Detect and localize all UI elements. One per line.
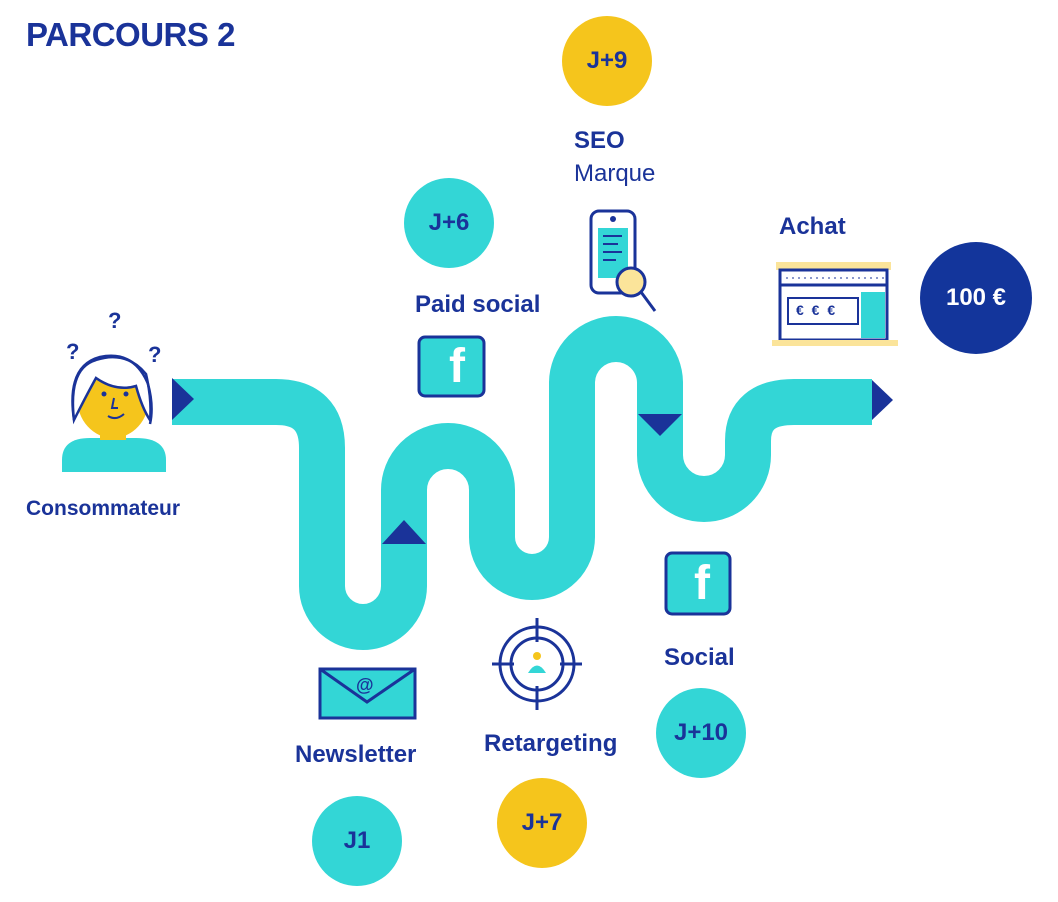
day-badge-newsletter: J1 (312, 796, 402, 886)
question-mark-icon: ? (66, 339, 80, 364)
achat-label: Achat (779, 213, 846, 240)
day-badge-seo: J+9 (562, 16, 652, 106)
purchase-amount-badge: 100 € (920, 242, 1032, 354)
retargeting-label: Retargeting (484, 730, 618, 757)
journey-path (172, 316, 872, 650)
paid-social-label: Paid social (415, 291, 541, 318)
phone-search-icon (589, 209, 657, 312)
seo-sub-label: Marque (574, 160, 656, 187)
page-title: PARCOURS 2 (26, 16, 235, 53)
at-sign-icon: @ (356, 675, 374, 695)
target-icon (492, 618, 582, 710)
facebook-f-icon: f (694, 557, 710, 610)
email-envelope-icon (318, 667, 417, 720)
newsletter-label: Newsletter (295, 741, 417, 768)
social-label: Social (664, 644, 735, 671)
end-arrow (872, 380, 893, 420)
question-mark-icon: ? (148, 342, 162, 367)
facebook-f-icon: f (449, 340, 465, 393)
day-badge-social: J+10 (656, 688, 746, 778)
question-mark-icon: ? (108, 308, 122, 333)
consumer-illustration-icon (62, 354, 166, 472)
consumer-label: Consommateur (26, 497, 181, 520)
start-arrow (172, 378, 194, 420)
day-badge-paid-social: J+6 (404, 178, 494, 268)
seo-label: SEO (574, 127, 625, 154)
up-arrow (382, 520, 426, 544)
day-badge-retargeting: J+7 (497, 778, 587, 868)
facebook-icon-social (664, 551, 732, 616)
facebook-icon-paid-social (417, 335, 486, 398)
down-arrow (638, 414, 682, 436)
shop-sign-text: € € € (796, 302, 838, 318)
shop-icon (772, 262, 898, 346)
